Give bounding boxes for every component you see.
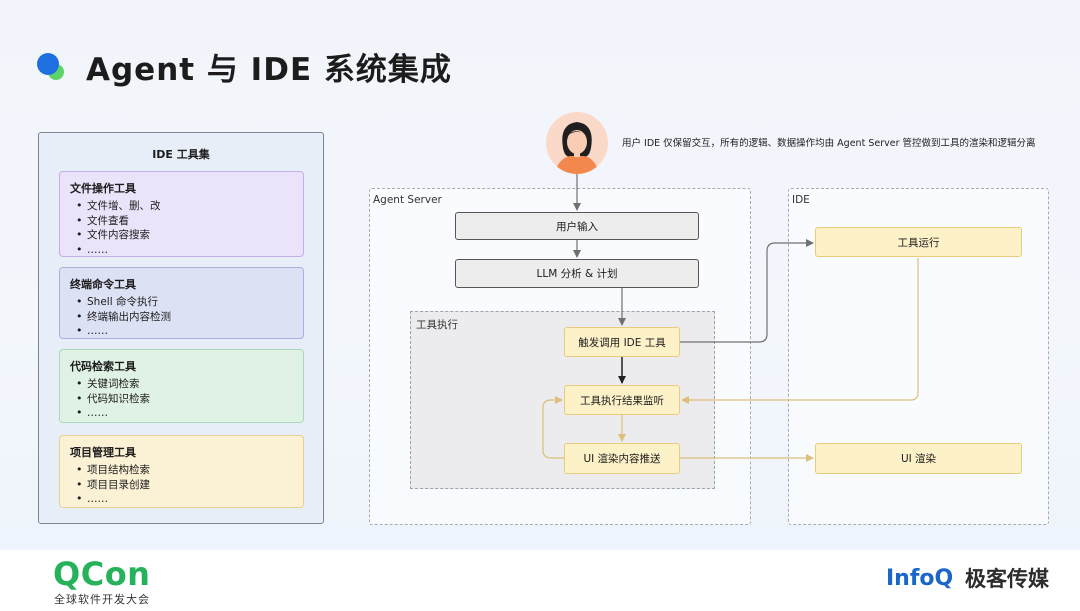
node-trigger-ide-tool: 触发调用 IDE 工具 xyxy=(564,327,680,357)
node-ui-push: UI 渲染内容推送 xyxy=(564,443,680,474)
list-item: 关键词检索 xyxy=(76,377,303,392)
list-item: …… xyxy=(76,243,303,258)
list-item: 文件查看 xyxy=(76,214,303,229)
page-title: Agent 与 IDE 系统集成 xyxy=(86,52,452,88)
arrow-tool-run-to-listen xyxy=(681,258,919,404)
file-tools-group: 文件操作工具 文件增、删、改 文件查看 文件内容搜索 …… xyxy=(59,171,304,257)
code-search-tools-group: 代码检索工具 关键词检索 代码知识检索 …… xyxy=(59,349,304,423)
ide-toolset-panel: IDE 工具集 文件操作工具 文件增、删、改 文件查看 文件内容搜索 …… 终端… xyxy=(38,132,324,524)
ide-toolset-title: IDE 工具集 xyxy=(152,148,210,161)
footer-bar xyxy=(0,550,1080,611)
project-tools-group: 项目管理工具 项目结构检索 项目目录创建 …… xyxy=(59,435,304,508)
list-item: Shell 命令执行 xyxy=(76,295,303,310)
tool-execution-label: 工具执行 xyxy=(416,319,458,331)
agent-server-label: Agent Server xyxy=(373,194,442,206)
node-llm-analysis: LLM 分析 & 计划 xyxy=(455,259,699,288)
infoq-logo: InfoQ xyxy=(886,566,954,591)
node-user-input: 用户输入 xyxy=(455,212,699,240)
list-item: 项目结构检索 xyxy=(76,463,303,478)
group-title: 代码检索工具 xyxy=(70,360,136,373)
qcon-subtitle: 全球软件开发大会 xyxy=(54,593,150,606)
node-tool-run: 工具运行 xyxy=(815,227,1022,257)
list-item: 项目目录创建 xyxy=(76,478,303,493)
list-item: …… xyxy=(76,492,303,507)
list-item: …… xyxy=(76,324,303,339)
arrow-trigger-to-tool-run xyxy=(680,239,814,343)
list-item: 终端输出内容检测 xyxy=(76,310,303,325)
ide-label: IDE xyxy=(792,194,810,206)
group-title: 项目管理工具 xyxy=(70,446,136,459)
list-item: 文件内容搜索 xyxy=(76,228,303,243)
terminal-tools-group: 终端命令工具 Shell 命令执行 终端输出内容检测 …… xyxy=(59,267,304,339)
list-item: 代码知识检索 xyxy=(76,392,303,407)
node-ui-render: UI 渲染 xyxy=(815,443,1022,474)
list-item: …… xyxy=(76,406,303,421)
geek-media-logo: 极客传媒 xyxy=(965,567,1049,591)
arrow-push-loop-to-listen xyxy=(542,396,564,459)
list-item: 文件增、删、改 xyxy=(76,199,303,214)
user-note: 用户 IDE 仅保留交互，所有的逻辑、数据操作均由 Agent Server 管… xyxy=(622,138,1036,149)
node-result-listener: 工具执行结果监听 xyxy=(564,385,680,415)
group-title: 文件操作工具 xyxy=(70,182,136,195)
title-bullet-icon xyxy=(37,53,64,80)
qcon-logo: QCon xyxy=(53,555,151,593)
group-title: 终端命令工具 xyxy=(70,278,136,291)
user-avatar-icon xyxy=(546,112,608,174)
